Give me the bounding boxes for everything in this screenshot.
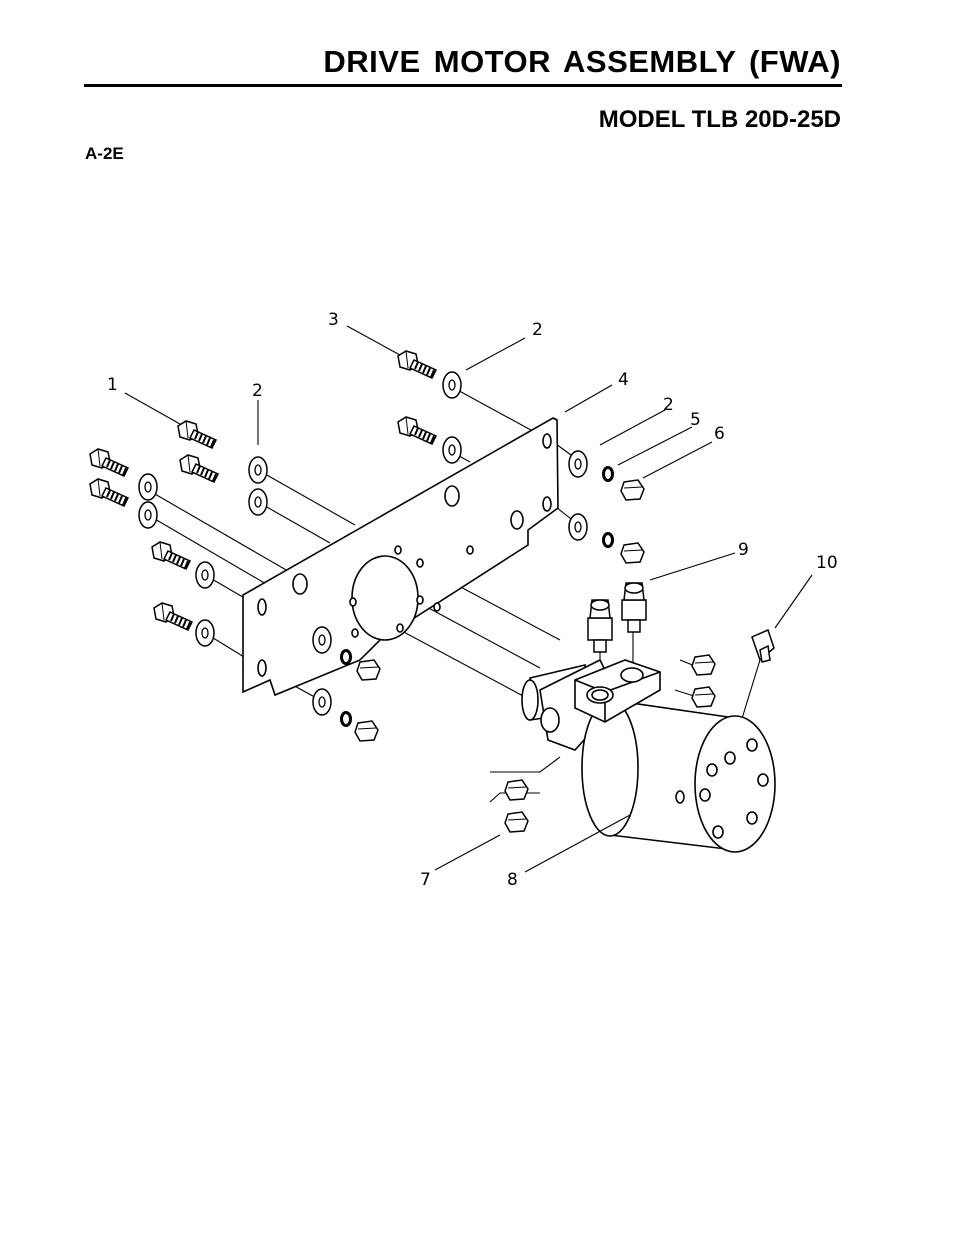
callout-1: 1 <box>107 375 118 395</box>
callout-8: 8 <box>507 870 518 890</box>
callout-2c: 2 <box>663 395 674 415</box>
callout-4: 4 <box>618 370 629 390</box>
fittings <box>587 582 775 663</box>
callout-2a: 2 <box>252 381 263 401</box>
callout-5: 5 <box>690 410 701 430</box>
callout-7: 7 <box>420 870 431 890</box>
mounting-plate <box>242 417 559 697</box>
model-label: MODEL TLB 20D-25D <box>598 106 841 133</box>
callout-6: 6 <box>714 424 725 444</box>
callout-10: 10 <box>816 553 838 573</box>
page-title: DRIVE MOTOR ASSEMBLY (FWA) <box>323 44 841 79</box>
callout-2b: 2 <box>532 320 543 340</box>
callout-leaders <box>124 325 813 873</box>
hydraulic-motor <box>521 658 776 853</box>
callout-3: 3 <box>328 310 339 330</box>
callout-labels: 1 2 3 2 4 2 5 6 9 10 7 8 <box>107 310 838 890</box>
callout-9: 9 <box>738 540 749 560</box>
figure-reference: A-2E <box>85 144 124 163</box>
title-rule <box>84 84 842 87</box>
